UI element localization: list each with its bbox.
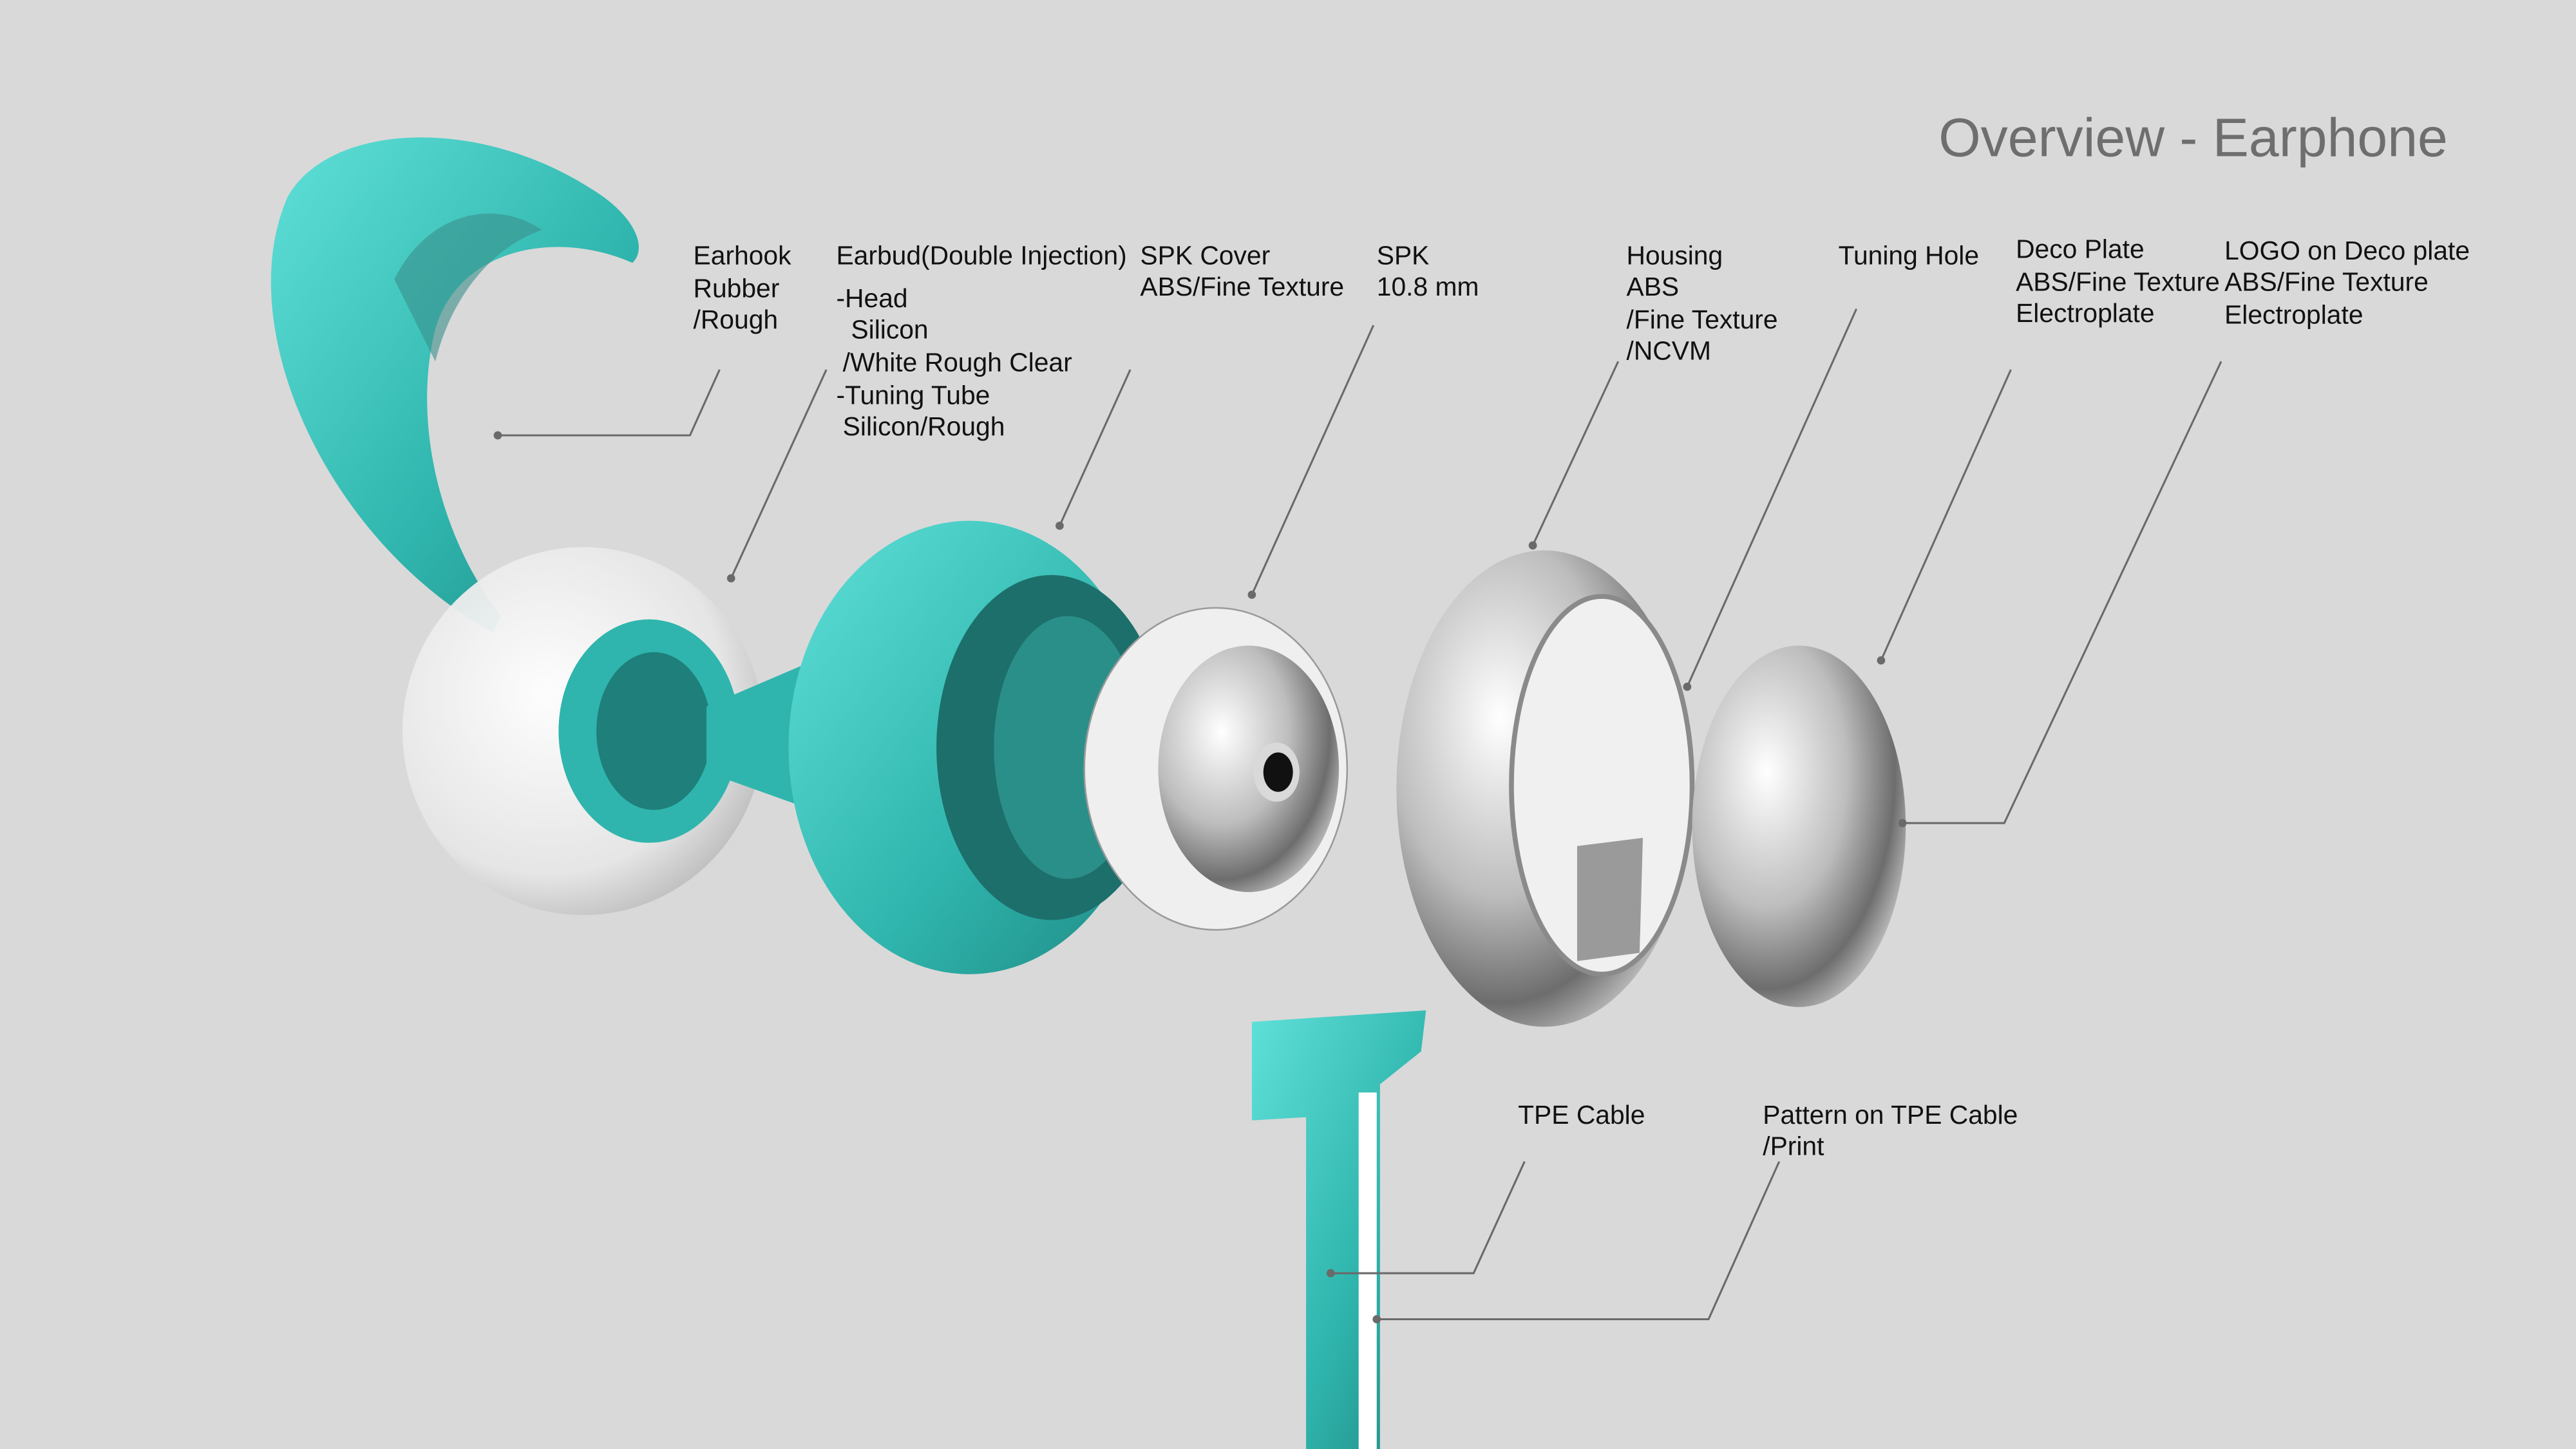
label-line: Earbud(Double Injection) — [836, 241, 1126, 270]
label-logo: LOGO on Deco plate ABS/Fine Texture Elec… — [2224, 236, 2470, 329]
spk-part — [1083, 607, 1349, 931]
label-line: Pattern on TPE Cable — [1763, 1100, 2018, 1130]
label-line: Silicon/Rough — [843, 412, 1005, 441]
label-line: /Rough — [694, 305, 779, 334]
label-line: /White Rough Clear — [843, 348, 1072, 377]
label-line: SPK — [1377, 241, 1430, 270]
deco-plate-part — [1692, 645, 1906, 1007]
label-line: LOGO on Deco plate — [2224, 236, 2470, 265]
label-line: Earhook — [694, 241, 792, 270]
label-line: /Fine Texture — [1627, 305, 1778, 334]
label-line: -Tuning Tube — [836, 381, 990, 410]
label-tpe-cable: TPE Cable — [1518, 1100, 1645, 1130]
label-line: -Head — [836, 283, 907, 313]
label-line: 10.8 mm — [1377, 272, 1479, 301]
label-earhook: Earhook Rubber /Rough — [694, 241, 792, 334]
label-line: ABS/Fine Texture — [1140, 272, 1344, 301]
housing-part — [1396, 550, 1695, 1027]
label-line: Electroplate — [2016, 298, 2154, 328]
leader-lines — [493, 308, 2222, 1323]
label-spk-cover: SPK Cover ABS/Fine Texture — [1140, 241, 1344, 301]
label-line: Deco Plate — [2016, 234, 2145, 264]
earhook-part — [270, 137, 639, 633]
label-line: ABS — [1627, 272, 1680, 301]
label-line: Tuning Hole — [1839, 241, 1979, 270]
label-line: SPK Cover — [1140, 241, 1270, 270]
label-line: ABS/Fine Texture — [2224, 267, 2429, 297]
label-housing: Housing ABS /Fine Texture /NCVM — [1627, 241, 1778, 366]
label-line: /NCVM — [1627, 336, 1711, 366]
label-tuning-hole: Tuning Hole — [1839, 241, 1979, 270]
label-line: Housing — [1627, 241, 1723, 270]
label-deco-plate: Deco Plate ABS/Fine Texture Electroplate — [2016, 234, 2220, 328]
label-line: Silicon — [851, 315, 928, 345]
tpe-cable-part — [1251, 1010, 1426, 1449]
eartip-part — [402, 547, 822, 915]
label-line: Electroplate — [2224, 300, 2363, 330]
label-line: /Print — [1763, 1131, 1824, 1160]
label-line: TPE Cable — [1518, 1100, 1645, 1130]
label-line: Rubber — [694, 274, 780, 303]
label-earbud: Earbud(Double Injection) -Head Silicon /… — [836, 241, 1126, 441]
label-pattern: Pattern on TPE Cable /Print — [1763, 1100, 2018, 1160]
label-line: ABS/Fine Texture — [2016, 267, 2220, 297]
label-spk: SPK 10.8 mm — [1377, 241, 1479, 301]
page-title: Overview - Earphone — [1938, 107, 2448, 167]
